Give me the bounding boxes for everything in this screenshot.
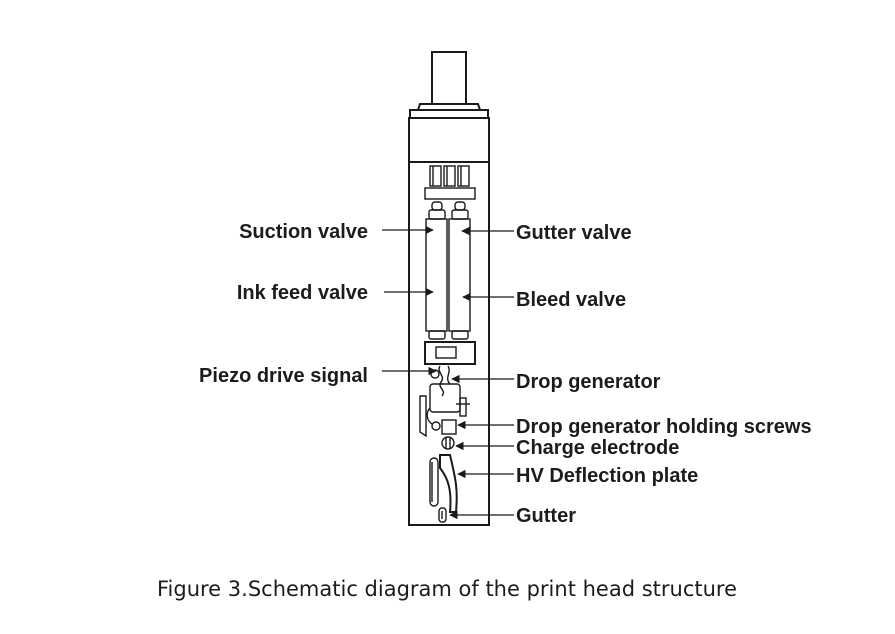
leader-lines <box>382 225 514 520</box>
label-suction-valve: Suction valve <box>239 221 368 243</box>
gutter-tube <box>438 507 447 523</box>
drop-generator-assembly <box>419 341 476 450</box>
label-charge-electrode: Charge electrode <box>516 437 679 459</box>
label-ink-feed-valve: Ink feed valve <box>237 282 368 304</box>
right-valve-body <box>448 218 471 332</box>
left-valve-body <box>425 218 448 332</box>
piezo-connector-inner <box>435 346 457 359</box>
manifold-block <box>424 187 476 200</box>
fittings <box>424 165 476 200</box>
hv-deflection-plate <box>439 454 458 513</box>
label-drop-generator: Drop generator <box>516 371 661 393</box>
top-connector <box>431 51 467 105</box>
label-piezo-drive-signal: Piezo drive signal <box>199 365 368 387</box>
collar-ring <box>409 109 489 119</box>
drop-generator-body <box>429 383 461 413</box>
label-gutter: Gutter <box>516 505 576 527</box>
label-drop-generator-holding-screws: Drop generator holding screws <box>516 416 812 438</box>
head-cap <box>408 117 490 163</box>
valve-cap-top-right <box>454 201 466 211</box>
label-hv-deflection-plate: HV Deflection plate <box>516 465 698 487</box>
valve-assembly <box>425 201 471 340</box>
deflection-plate-assembly <box>429 454 458 513</box>
piezo-wire <box>438 365 445 397</box>
holding-screw <box>431 421 441 431</box>
gutter-assembly <box>438 507 447 523</box>
label-bleed-valve: Bleed valve <box>516 289 626 311</box>
head-housing <box>408 161 490 526</box>
labels: Suction valve Ink feed valve Piezo drive… <box>199 221 812 527</box>
figure-caption: Figure 3.Schematic diagram of the print … <box>157 577 737 601</box>
valve-cap-top-left <box>431 201 443 211</box>
charge-electrode-ring <box>441 436 455 450</box>
piezo-connector <box>424 341 476 365</box>
print-head-body <box>408 51 490 526</box>
label-gutter-valve: Gutter valve <box>516 222 632 244</box>
